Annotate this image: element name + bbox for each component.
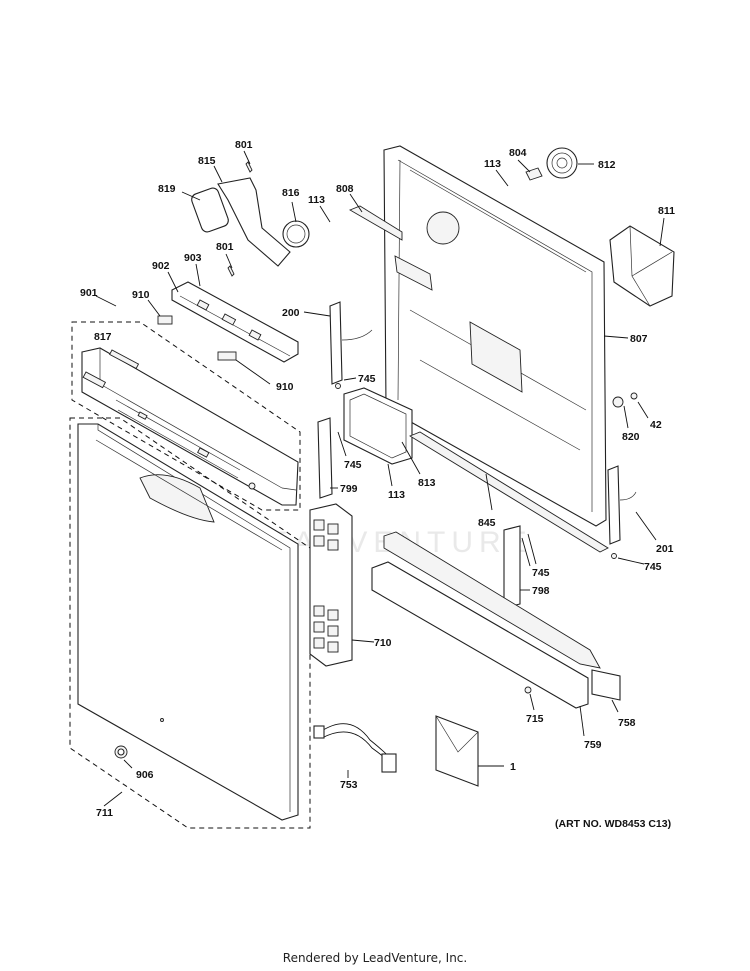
control-board-part <box>171 281 299 363</box>
callout-113-top: 113 <box>484 158 501 170</box>
callout-845: 845 <box>478 517 496 529</box>
callout-801-lower: 801 <box>216 241 234 253</box>
callout-745-upper: 745 <box>358 373 376 385</box>
callout-745-lower: 745 <box>532 567 550 579</box>
callout-200: 200 <box>282 307 300 319</box>
button-part-910-upper <box>157 315 173 325</box>
screw-715 <box>524 686 532 694</box>
callout-798: 798 <box>532 585 550 597</box>
callout-759: 759 <box>584 739 602 751</box>
button-part-910-lower <box>217 351 237 361</box>
callout-710: 710 <box>374 637 392 649</box>
leader-lines <box>95 150 665 807</box>
hinge-bracket-201 <box>607 465 621 545</box>
callout-910-lower: 910 <box>276 381 294 393</box>
callout-801-upper: 801 <box>235 139 253 151</box>
callout-811: 811 <box>658 205 675 217</box>
callout-715: 715 <box>526 713 544 725</box>
gasket-part-813 <box>343 387 413 465</box>
callout-113-upper: 113 <box>308 194 325 206</box>
callout-903: 903 <box>184 252 202 264</box>
callout-901: 901 <box>80 287 98 299</box>
control-panel-part <box>81 347 299 506</box>
callout-711: 711 <box>96 807 113 819</box>
insulation-block-part <box>309 503 353 667</box>
screw-745-d <box>611 553 617 559</box>
dispenser-cap-part <box>546 147 578 179</box>
callout-910-upper: 910 <box>132 289 150 301</box>
callout-201: 201 <box>656 543 674 555</box>
screw-801-lower <box>227 265 235 277</box>
screw-801-upper <box>245 161 253 173</box>
strip-part-808 <box>348 205 403 241</box>
outer-door-panel-part <box>77 423 299 821</box>
toe-panel-top-part <box>383 531 601 669</box>
bracket-part-798 <box>503 525 521 609</box>
callout-1: 1 <box>510 761 516 773</box>
callout-113-lower: 113 <box>388 489 405 501</box>
callout-807: 807 <box>630 333 648 345</box>
toe-panel-end-part-758 <box>591 669 621 701</box>
callout-758: 758 <box>618 717 636 729</box>
screw-42 <box>630 392 638 400</box>
screw-745-a <box>335 383 341 389</box>
callout-815: 815 <box>198 155 216 167</box>
callout-804: 804 <box>509 147 527 159</box>
callout-799: 799 <box>340 483 358 495</box>
callout-816: 816 <box>282 187 300 199</box>
toe-panel-part-759 <box>371 561 589 709</box>
door-panel-group-outline <box>69 417 311 829</box>
hinge-bracket-200 <box>329 301 343 385</box>
callout-902: 902 <box>152 260 170 272</box>
callout-753: 753 <box>340 779 358 791</box>
callout-42: 42 <box>650 419 662 431</box>
dispenser-part <box>609 225 675 307</box>
callout-817: 817 <box>94 331 112 343</box>
vent-duct-part <box>217 177 291 267</box>
callout-745-right: 745 <box>644 561 662 573</box>
control-panel-group-outline <box>71 321 301 511</box>
vent-gasket-part <box>191 187 229 233</box>
footer-credit: Rendered by LeadVenture, Inc. <box>282 951 468 965</box>
callout-906: 906 <box>136 769 154 781</box>
strip-part-845 <box>408 431 609 553</box>
bracket-part-799 <box>317 417 333 499</box>
callout-819: 819 <box>158 183 176 195</box>
inner-door-tub-part <box>383 145 607 527</box>
callout-808: 808 <box>336 183 354 195</box>
callout-813: 813 <box>418 477 436 489</box>
callout-745-mid: 745 <box>344 459 362 471</box>
fastener-820 <box>612 396 624 408</box>
callout-820: 820 <box>622 431 640 443</box>
art-number: (ART NO. WD8453 C13) <box>555 818 672 830</box>
clip-part-804 <box>525 167 543 181</box>
callout-812: 812 <box>598 159 616 171</box>
